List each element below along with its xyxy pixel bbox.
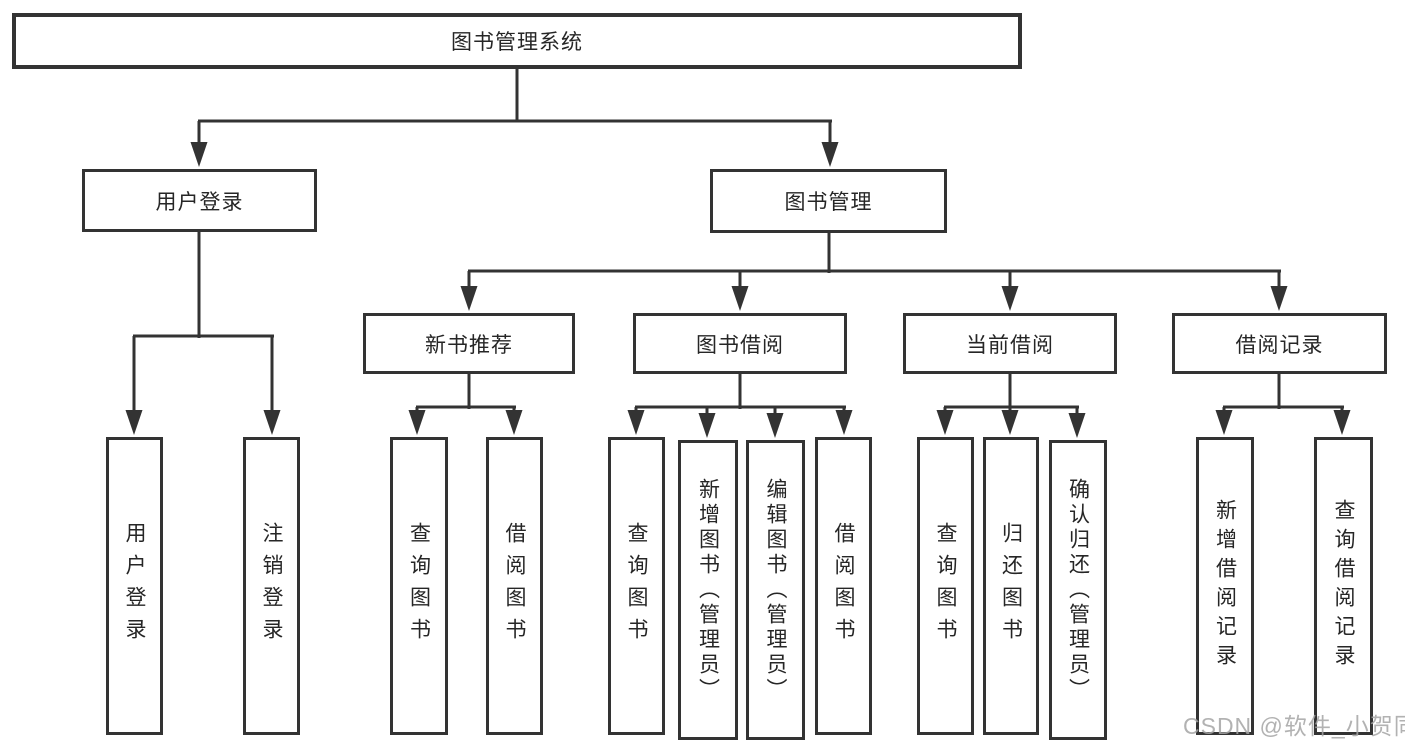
leaf-borrow-books-borrowing: 借阅图书	[815, 437, 872, 735]
node-book-borrowing: 图书借阅	[633, 313, 847, 374]
leaf-confirm-return-admin: 确认归还（管理员）	[1049, 440, 1107, 740]
leaf-query-books-borrowing-label: 查询图书	[625, 522, 648, 650]
node-current-borrowing-label: 当前借阅	[966, 333, 1054, 357]
node-borrowing-records-label: 借阅记录	[1235, 333, 1324, 357]
leaf-return-books: 归还图书	[983, 437, 1039, 735]
node-user-login-label: 用户登录	[155, 190, 244, 214]
node-root-label: 图书管理系统	[451, 31, 583, 54]
node-book-management-label: 图书管理	[784, 191, 873, 214]
leaf-query-books-borrowing: 查询图书	[608, 437, 665, 735]
leaf-query-books-current: 查询图书	[917, 437, 974, 735]
node-new-book-recommend: 新书推荐	[363, 313, 575, 374]
leaf-query-books-current-label: 查询图书	[934, 522, 957, 650]
leaf-query-borrow-record: 查询借阅记录	[1314, 437, 1373, 735]
leaf-add-borrow-record: 新增借阅记录	[1196, 437, 1254, 735]
node-root: 图书管理系统	[12, 13, 1022, 69]
leaf-logout-label: 注销登录	[260, 522, 283, 650]
leaf-query-books-recommend-label: 查询图书	[407, 522, 431, 650]
leaf-borrow-books-recommend-label: 借阅图书	[503, 522, 526, 650]
node-current-borrowing: 当前借阅	[903, 313, 1117, 374]
watermark: CSDN @软件_小贺同学	[1183, 713, 1405, 739]
leaf-borrow-books-borrowing-label: 借阅图书	[832, 522, 855, 650]
node-book-borrowing-label: 图书借阅	[696, 333, 784, 357]
leaf-add-book-admin-label: 新增图书（管理员）	[696, 477, 720, 703]
node-book-management: 图书管理	[710, 169, 947, 233]
leaf-edit-book-admin: 编辑图书（管理员）	[746, 440, 805, 740]
leaf-edit-book-admin-label: 编辑图书（管理员）	[764, 477, 787, 703]
leaf-query-books-recommend: 查询图书	[390, 437, 448, 735]
leaf-confirm-return-admin-label: 确认归还（管理员）	[1066, 477, 1090, 703]
leaf-borrow-books-recommend: 借阅图书	[486, 437, 543, 735]
leaf-logout: 注销登录	[243, 437, 300, 735]
leaf-add-borrow-record-label: 新增借阅记录	[1213, 499, 1237, 673]
leaf-query-borrow-record-label: 查询借阅记录	[1332, 499, 1355, 673]
leaf-user-login: 用户登录	[106, 437, 163, 735]
node-user-login: 用户登录	[82, 169, 317, 232]
node-new-book-recommend-label: 新书推荐	[425, 333, 513, 357]
leaf-add-book-admin: 新增图书（管理员）	[678, 440, 738, 740]
leaf-user-login-label: 用户登录	[123, 522, 146, 650]
leaf-return-books-label: 归还图书	[999, 522, 1023, 650]
node-borrowing-records: 借阅记录	[1172, 313, 1387, 374]
